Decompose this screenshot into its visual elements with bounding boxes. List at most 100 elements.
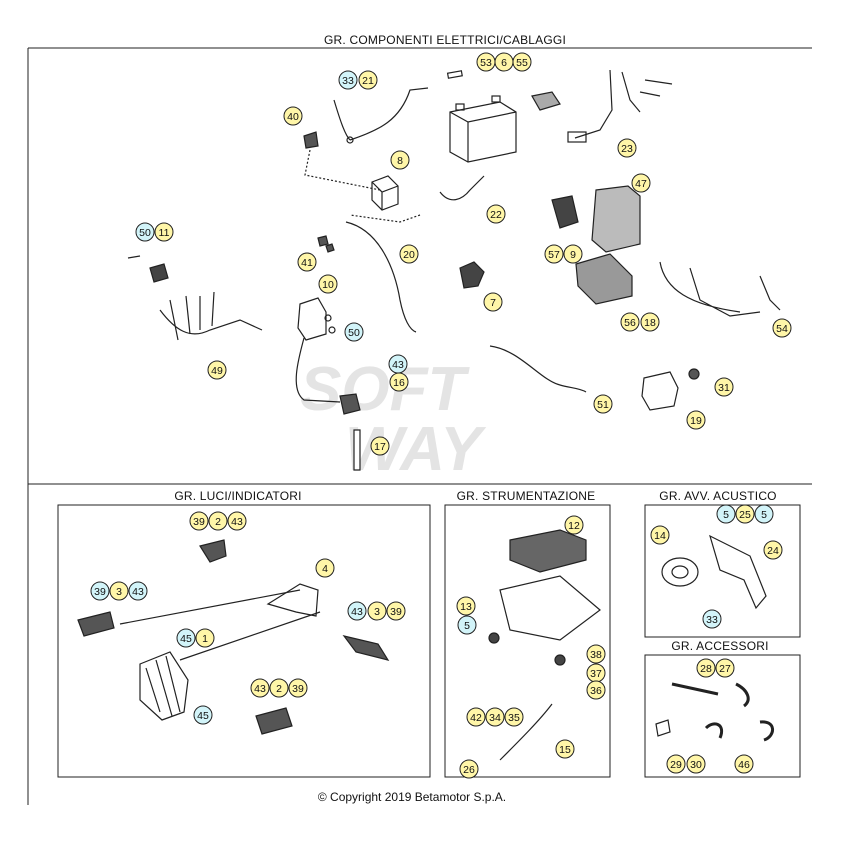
harness-23-part: [574, 69, 673, 139]
connector-part: [567, 131, 587, 143]
callout-20: 20: [399, 244, 419, 264]
callout-number: 55: [516, 57, 528, 69]
callout-circle: [586, 680, 606, 700]
terminal-part: [346, 136, 354, 144]
callout-number: 47: [635, 178, 647, 190]
callout-56: 56: [620, 312, 640, 332]
callout-circle: [640, 312, 660, 332]
callout-3: 3: [109, 581, 129, 601]
callout-35: 35: [504, 707, 524, 727]
callout-circle: [564, 515, 584, 535]
callout-circle: [193, 705, 213, 725]
callout-circle: [195, 628, 215, 648]
callout-circle: [617, 138, 637, 158]
callout-40: 40: [283, 106, 303, 126]
copyright-text: © Copyright 2019 Betamotor S.p.A.: [318, 790, 506, 804]
callout-number: 40: [287, 111, 299, 123]
indicator-front-left: [77, 611, 115, 637]
harness-18-part: [659, 261, 781, 317]
callout-circle: [466, 707, 486, 727]
callout-number: 37: [590, 668, 602, 680]
callout-number: 38: [590, 649, 602, 661]
fuse-part: [446, 70, 463, 79]
cable-15: [499, 703, 553, 761]
callout-number: 33: [706, 614, 718, 626]
callout-number: 24: [767, 545, 779, 557]
instruments-section-title: GR. STRUMENTAZIONE: [457, 489, 596, 503]
callout-number: 5: [464, 620, 470, 632]
callout-number: 3: [116, 586, 122, 598]
callout-circle: [457, 615, 477, 635]
callout-6: 6: [494, 52, 514, 72]
callout-circle: [696, 658, 716, 678]
callout-circle: [109, 581, 129, 601]
callout-number: 28: [700, 663, 712, 675]
callout-46: 46: [734, 754, 754, 774]
indicator-rear-right: [342, 635, 390, 661]
callout-circle: [686, 754, 706, 774]
callout-17: 17: [370, 436, 390, 456]
accessories-section-title: GR. ACCESSORI: [671, 639, 768, 653]
callout-number: 46: [738, 759, 750, 771]
nut-38: [554, 654, 566, 666]
callout-31: 31: [714, 377, 734, 397]
accessory-parts: [655, 682, 774, 742]
spark-plug-17: [353, 429, 361, 471]
callout-circle: [128, 581, 148, 601]
callout-number: 4: [322, 563, 328, 575]
instrument-parts: [488, 529, 601, 761]
callout-45: 45: [176, 628, 196, 648]
callout-number: 29: [670, 759, 682, 771]
callout-2: 2: [208, 511, 228, 531]
callout-number: 5: [723, 509, 729, 521]
callout-circle: [754, 504, 774, 524]
relay-8-part: [371, 175, 399, 211]
callout-number: 3: [374, 606, 380, 618]
nut-5: [488, 632, 500, 644]
headlight-ribs: [145, 655, 181, 717]
instruments-frame: [444, 504, 611, 778]
callout-number: 26: [463, 764, 475, 776]
callout-circle: [486, 204, 506, 224]
cable-tie-28: [671, 682, 719, 696]
callout-number: 2: [276, 683, 282, 695]
callout-number: 51: [597, 399, 609, 411]
callout-circle: [763, 540, 783, 560]
callout-circle: [650, 525, 670, 545]
callout-43: 43: [347, 601, 367, 621]
callout-33: 33: [338, 70, 358, 90]
callout-circle: [154, 222, 174, 242]
callout-circle: [483, 292, 503, 312]
callout-circle: [686, 410, 706, 430]
ecu-part: [551, 185, 641, 305]
callout-33: 33: [702, 609, 722, 629]
callout-circle: [734, 754, 754, 774]
clip-30: [704, 722, 723, 739]
battery-part: [449, 95, 517, 163]
callout-50: 50: [135, 222, 155, 242]
callout-4: 4: [315, 558, 335, 578]
callout-15: 15: [555, 739, 575, 759]
fuse-holder-part: [531, 91, 561, 111]
callout-circle: [338, 70, 358, 90]
callout-14: 14: [650, 525, 670, 545]
callout-circle: [315, 558, 335, 578]
callout-circle: [269, 678, 289, 698]
callout-circle: [399, 244, 419, 264]
callout-number: 39: [94, 586, 106, 598]
callout-circle: [593, 394, 613, 414]
accessories-frame: [644, 654, 801, 778]
callout-29: 29: [666, 754, 686, 774]
horn-center: [671, 565, 689, 579]
callout-16: 16: [389, 372, 409, 392]
callout-number: 16: [393, 377, 405, 389]
callout-39: 39: [288, 678, 308, 698]
callout-2: 2: [269, 678, 289, 698]
callout-number: 17: [374, 441, 386, 453]
callout-number: 39: [390, 606, 402, 618]
callout-number: 45: [197, 710, 209, 722]
callout-number: 19: [690, 415, 702, 427]
callout-37: 37: [586, 663, 606, 683]
